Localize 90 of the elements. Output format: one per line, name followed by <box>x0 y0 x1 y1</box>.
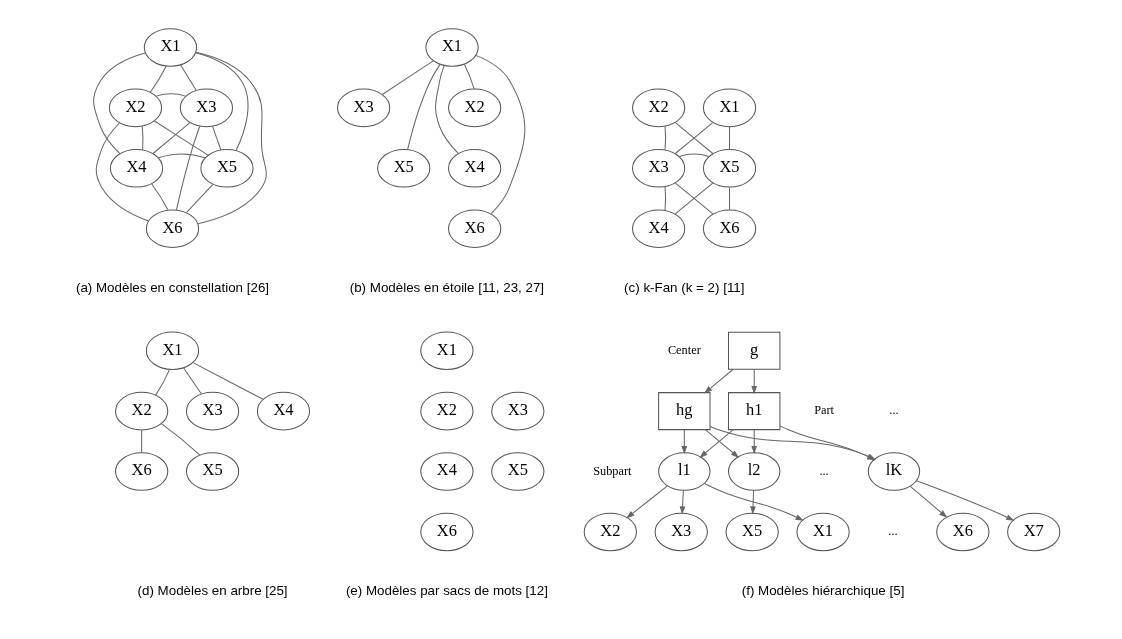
node-ellipse: X4 <box>109 148 163 188</box>
node-ellipse: X4 <box>631 209 685 248</box>
node-ellipse: X6 <box>447 209 501 248</box>
node-ellipse: X1 <box>419 331 474 371</box>
connector <box>141 125 143 151</box>
node-ellipse: X3 <box>631 148 685 188</box>
connector <box>160 423 200 456</box>
connector <box>674 182 713 215</box>
node-ellipse: X5 <box>702 148 756 188</box>
node-ellipse: X1 <box>143 28 197 67</box>
arrow <box>680 429 687 455</box>
label: Center <box>667 342 701 357</box>
node-ellipse: X4 <box>447 148 501 188</box>
connector <box>211 125 221 151</box>
node-ellipse: X2 <box>447 88 501 128</box>
node-ellipse: X2 <box>631 88 685 128</box>
connector <box>155 93 186 97</box>
node-ellipse: X5 <box>725 512 779 552</box>
arrow <box>679 490 685 515</box>
node-ellipse: X2 <box>419 391 474 431</box>
node-box: hg <box>657 392 711 431</box>
connector <box>728 126 730 150</box>
node-ellipse: X5 <box>199 148 254 188</box>
node-ellipse: X3 <box>490 391 544 431</box>
label: Subpart <box>592 463 632 478</box>
label: (b) Modèles en étoile [11, 23, 27] <box>349 280 544 296</box>
node-ellipse: X6 <box>114 452 168 491</box>
connector <box>728 186 730 211</box>
connector <box>182 367 202 395</box>
node-ellipse: X2 <box>108 88 162 128</box>
node-ellipse: X4 <box>419 452 474 491</box>
connector <box>678 153 709 158</box>
arrow <box>703 368 734 394</box>
connector <box>185 183 213 213</box>
connector <box>463 63 475 90</box>
arrow <box>749 490 756 515</box>
connector <box>664 186 666 211</box>
arrow <box>703 482 804 521</box>
connector <box>151 122 190 155</box>
node-ellipse: X3 <box>179 88 233 128</box>
label: ... <box>887 524 898 539</box>
node-box: g <box>727 331 780 370</box>
node-ellipse: X5 <box>376 148 430 188</box>
node-ellipse: X3 <box>336 88 390 128</box>
connector <box>150 183 168 211</box>
arrow <box>915 480 1014 521</box>
connector <box>434 65 459 154</box>
node-ellipse: X6 <box>419 512 474 552</box>
node-ellipse: X5 <box>185 452 239 491</box>
label: (d) Modèles en arbre [25] <box>137 583 288 599</box>
connector <box>175 126 200 211</box>
node-ellipse: X6 <box>145 209 199 248</box>
node-ellipse: X1 <box>145 331 199 371</box>
connector <box>92 52 146 155</box>
connector <box>153 120 209 156</box>
node-box: h1 <box>727 392 780 431</box>
arrow <box>625 485 668 519</box>
label: (a) Modèles en constellation [26] <box>75 280 269 296</box>
label: ... <box>888 403 899 418</box>
connector <box>140 429 142 454</box>
node-ellipse: X3 <box>654 512 708 552</box>
connector <box>157 153 206 159</box>
node-ellipse: X3 <box>185 391 239 431</box>
node-ellipse: X1 <box>424 28 479 67</box>
label: Part <box>813 403 834 418</box>
connector <box>95 122 149 222</box>
label: (e) Modèles par sacs de mots [12] <box>345 583 548 599</box>
connector <box>192 362 263 400</box>
connector <box>406 63 441 150</box>
connector <box>179 64 197 91</box>
node-ellipse: X1 <box>702 88 756 128</box>
connector <box>664 125 666 151</box>
arrow <box>750 368 757 395</box>
node-ellipse: X4 <box>256 391 310 431</box>
node-ellipse: X2 <box>114 391 168 431</box>
connector <box>474 54 525 215</box>
arrow <box>704 429 739 458</box>
arrow <box>909 485 947 518</box>
label: ... <box>818 463 829 478</box>
arrow <box>698 429 734 458</box>
node-ellipse: X6 <box>702 209 756 248</box>
connector <box>149 65 167 93</box>
connector <box>195 51 267 225</box>
node-ellipse: X5 <box>490 452 544 491</box>
connector <box>154 369 170 396</box>
connector <box>674 122 713 155</box>
label: (c) k-Fan (k = 2) [11] <box>623 280 745 296</box>
label: (f) Modèles hiérarchique [5] <box>741 583 904 599</box>
connector <box>194 52 249 152</box>
connector <box>381 60 434 95</box>
